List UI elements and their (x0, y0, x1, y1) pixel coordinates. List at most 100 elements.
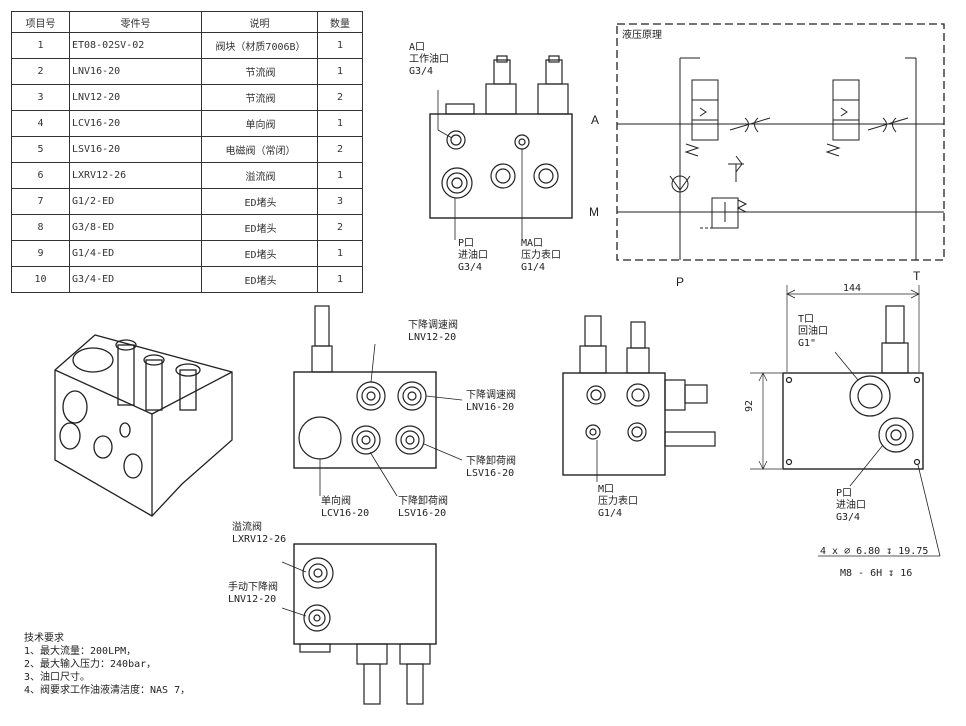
a-port-label: A口 工作油口 G3/4 (409, 42, 449, 78)
ma-port-label: MA口 压力表口 G1/4 (521, 238, 561, 274)
ma-port-desc: 压力表口 (521, 250, 561, 261)
front-label-lsv16-right: 下降卸荷阀 LSV16-20 (466, 456, 516, 480)
bom-cell-item: 7 (11, 188, 70, 215)
bom-cell-qty: 3 (317, 188, 363, 215)
ma-port-size: G1/4 (521, 262, 546, 273)
front-label-lnv12-name: 下降调速阀 (408, 320, 458, 331)
front-label-lcv16-part: LCV16-20 (321, 508, 370, 519)
front-label-lnv12-part: LNV12-20 (408, 332, 457, 343)
table-row: 8 G3/8-ED ED堵头 2 (11, 214, 363, 241)
table-row: 6 LXRV12-26 溢流阀 1 (11, 162, 363, 189)
relief-valve-icon (711, 197, 739, 229)
bom-header-row: 项目号 零件号 说明 数量 (11, 11, 363, 33)
isometric-view (54, 334, 233, 517)
schematic-a-label: A (591, 113, 600, 127)
m-port-size: G1/4 (598, 508, 623, 519)
bom-cell-desc: 节流阀 (201, 84, 318, 111)
schematic-p-label: P (676, 275, 685, 289)
bom-cell-qty: 2 (317, 214, 363, 241)
m-port-label: M口 压力表口 G1/4 (598, 484, 638, 520)
p-port-desc: 进油口 (458, 250, 488, 261)
throttle-icon (867, 117, 909, 131)
bottom-view (281, 543, 437, 705)
schematic-title: 液压原理 (622, 30, 662, 41)
bom-cell-item: 3 (11, 84, 70, 111)
m-port-name: M口 (598, 484, 615, 495)
a-port-size: G3/4 (409, 66, 434, 77)
dim-width-label: 144 (843, 283, 862, 294)
mounting-thread-spec: M8 - 6H ↧ 16 (840, 568, 913, 579)
relief-valve-name: 溢流阀 (232, 522, 262, 533)
notes-item: 2、最大输入压力：240bar， (24, 659, 157, 670)
bom-table: 项目号 零件号 说明 数量 1 ET08-02SV-02 阀块（材质7006B）… (11, 11, 363, 293)
bom-cell-part: ET08-02SV-02 (69, 32, 202, 59)
relief-valve-part: LXRV12-26 (232, 534, 287, 545)
mounting-holes-spec: 4 x ⌀ 6.80 ↧ 19.75 (820, 546, 929, 557)
table-row: 5 LSV16-20 电磁阀（常闭） 2 (11, 136, 363, 163)
p-port-right-name: P口 (836, 488, 853, 499)
manual-valve-name: 手动下降阀 (228, 582, 278, 593)
bom-cell-qty: 1 (317, 32, 363, 59)
side-view (562, 315, 716, 482)
p-port-label-right: P口 进油口 G3/4 (836, 488, 866, 524)
table-row: 10 G3/4-ED ED堵头 1 (11, 266, 363, 293)
table-row: 7 G1/2-ED ED堵头 3 (11, 188, 363, 215)
solenoid-valve-icon (832, 79, 860, 141)
bom-cell-desc: 节流阀 (201, 58, 318, 85)
relief-valve-label: 溢流阀 LXRV12-26 (232, 522, 286, 546)
bom-cell-desc: ED堵头 (201, 188, 318, 215)
manual-valve-part: LNV12-20 (228, 594, 277, 605)
front-label-lnv16: 下降调速阀 LNV16-20 (466, 390, 516, 414)
schematic-m-label: M (589, 205, 599, 219)
a-port-desc: 工作油口 (409, 54, 449, 65)
bom-cell-desc: 溢流阀 (201, 162, 318, 189)
notes-item: 3、油口尺寸。 (24, 672, 91, 683)
throttle-icon (729, 117, 771, 131)
top-view (429, 55, 573, 240)
m-port-desc: 压力表口 (598, 496, 638, 507)
right-view (750, 285, 941, 557)
check-valve-icon (671, 175, 689, 193)
bom-cell-desc: 单向阀 (201, 110, 318, 137)
bom-cell-desc: 阀块（材质7006B） (201, 32, 318, 59)
bom-cell-desc: ED堵头 (201, 266, 318, 293)
bom-cell-qty: 1 (317, 162, 363, 189)
t-port-label: T口 回油口 G1" (798, 314, 828, 350)
p-port-label-top: P口 进油口 G3/4 (458, 238, 488, 274)
solenoid-valve-icon (691, 79, 719, 141)
p-port-size: G3/4 (458, 262, 483, 273)
bom-cell-qty: 1 (317, 266, 363, 293)
front-label-lcv16: 单向阀 LCV16-20 (321, 496, 369, 520)
table-row: 4 LCV16-20 单向阀 1 (11, 110, 363, 137)
table-row: 1 ET08-02SV-02 阀块（材质7006B） 1 (11, 32, 363, 59)
manual-valve-label: 手动下降阀 LNV12-20 (228, 582, 278, 606)
dim-height-label: 92 (744, 399, 755, 412)
front-label-lnv16-name: 下降调速阀 (466, 390, 516, 401)
notes-title: 技术要求 (24, 633, 64, 644)
hydraulic-schematic (616, 23, 945, 261)
front-label-lsv16-right-name: 下降卸荷阀 (466, 456, 516, 467)
schematic-t-label: T (913, 269, 921, 283)
bom-cell-part: LNV16-20 (69, 58, 202, 85)
p-port-right-size: G3/4 (836, 512, 861, 523)
t-port-size: G1" (798, 338, 817, 349)
front-label-lsv16-bottom-part: LSV16-20 (398, 508, 447, 519)
t-port-desc: 回油口 (798, 326, 828, 337)
front-label-lsv16-bottom: 下降卸荷阀 LSV16-20 (398, 496, 448, 520)
front-view (293, 305, 463, 497)
front-label-lsv16-bottom-name: 下降卸荷阀 (398, 496, 448, 507)
p-port-right-desc: 进油口 (836, 500, 866, 511)
ma-port-name: MA口 (521, 238, 544, 249)
front-label-lnv12: 下降调速阀 LNV12-20 (408, 320, 458, 344)
notes-item: 4、阀要求工作油液清洁度：NAS 7， (24, 685, 191, 696)
notes-item: 1、最大流量：200LPM， (24, 646, 137, 657)
t-port-name: T口 (798, 314, 815, 325)
front-label-lnv16-part: LNV16-20 (466, 402, 515, 413)
a-port-name: A口 (409, 42, 426, 53)
bom-cell-item: 10 (11, 266, 70, 293)
front-label-lcv16-name: 单向阀 (321, 496, 351, 507)
front-label-lsv16-right-part: LSV16-20 (466, 468, 515, 479)
bom-cell-part: G1/2-ED (69, 188, 202, 215)
technical-notes: 技术要求 1、最大流量：200LPM， 2、最大输入压力：240bar， 3、油… (24, 632, 190, 697)
